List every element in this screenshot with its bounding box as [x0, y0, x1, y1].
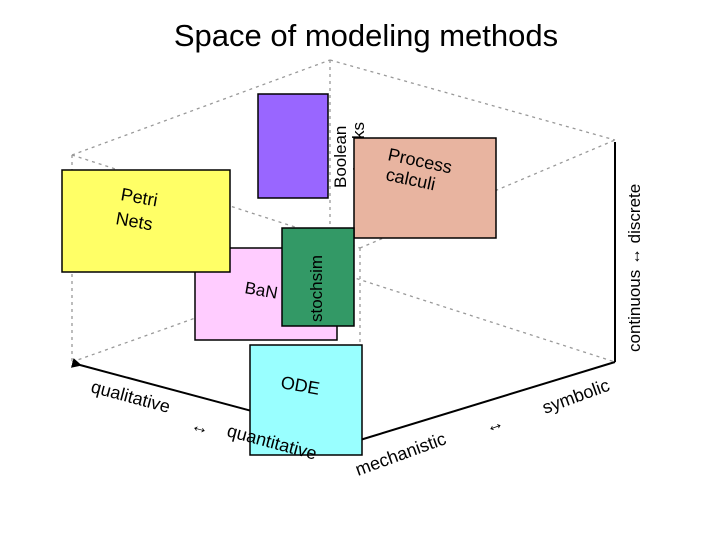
right-axis-arrow-label: ↔ [483, 412, 507, 437]
left-axis-arrow-label: ↔ [189, 415, 212, 439]
boolean-networks-label-line1: Boolean [331, 126, 350, 188]
process-calculi-box [353, 137, 497, 239]
stochsim-box [281, 227, 355, 327]
cube-edge [329, 269, 616, 363]
vertical-axis-label: continuous ↔ discrete [625, 184, 644, 352]
boolean-networks-box [257, 93, 329, 199]
cube-edge [329, 59, 616, 141]
ode-box [249, 344, 363, 456]
left-axis-low-label: qualitative [89, 377, 172, 417]
axis-right [359, 361, 616, 441]
diagram-title: Space of modeling methods [174, 18, 558, 53]
petri-nets-box [61, 169, 231, 273]
stochsim-label: stochsim [307, 255, 326, 322]
right-axis-low-label: mechanistic [353, 428, 449, 479]
